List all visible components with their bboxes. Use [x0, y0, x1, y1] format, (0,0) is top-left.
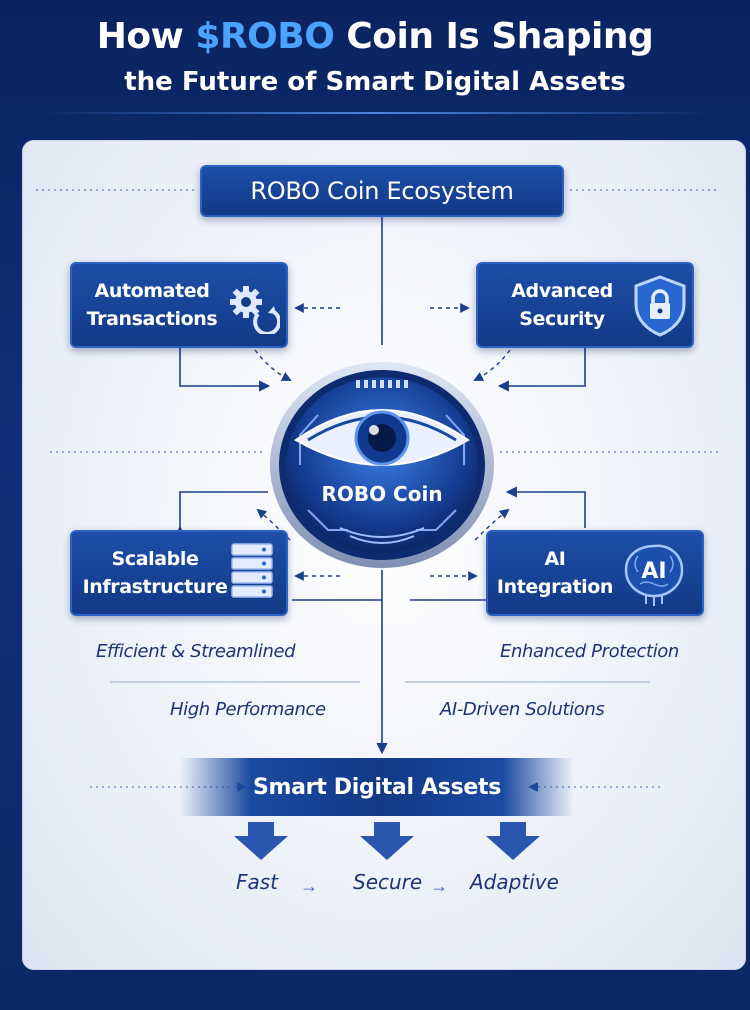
caption-performance: High Performance [170, 699, 326, 720]
output-label: Smart Digital Assets [252, 774, 502, 800]
shield-lock-icon [634, 275, 686, 337]
feature-label: AI Integration [494, 545, 616, 601]
ecosystem-label: ROBO Coin Ecosystem [250, 177, 514, 205]
ai-brain-icon: AI [624, 544, 684, 606]
page-title: How $ROBO Coin Is Shaping the Future of … [0, 14, 750, 100]
trait-fast: Fast [236, 870, 279, 894]
ecosystem-header-box: ROBO Coin Ecosystem [200, 165, 564, 217]
feature-line-2: Transactions [86, 308, 218, 330]
feature-label: Automated Transactions [82, 277, 222, 333]
coin-label: ROBO Coin [321, 482, 443, 506]
feature-advanced-security: Advanced Security [476, 262, 694, 348]
feature-automated-transactions: Automated Transactions [70, 262, 288, 348]
feature-ai-integration: AI Integration AI [486, 530, 704, 616]
feature-line-2: Integration [496, 576, 614, 598]
feature-line-1: Advanced [511, 280, 613, 302]
down-arrow-adaptive-icon [486, 822, 540, 860]
title-text-start: How [96, 16, 196, 57]
title-accent: $ROBO [195, 16, 335, 57]
feature-line-1: Scalable [111, 548, 199, 570]
title-line-1: How $ROBO Coin Is Shaping [0, 14, 750, 60]
feature-label: Advanced Security [488, 277, 636, 333]
caption-protection: Enhanced Protection [500, 641, 679, 662]
title-divider [40, 112, 710, 114]
dashed-connectors [254, 303, 511, 581]
feature-line-1: Automated [94, 280, 210, 302]
page-subtitle: the Future of Smart Digital Assets [124, 67, 626, 97]
feature-line-2: Infrastructure [82, 576, 228, 598]
arrow-right-icon: → [300, 876, 318, 896]
feature-line-1: AI [544, 548, 566, 570]
robo-coin-emblem: ROBO Coin [268, 360, 496, 570]
down-arrows [234, 822, 540, 860]
gears-icon [230, 286, 280, 334]
smart-digital-assets-band: Smart Digital Assets [180, 758, 574, 816]
down-arrow-secure-icon [360, 822, 414, 860]
down-arrow-fast-icon [234, 822, 288, 860]
arrow-right-icon: → [430, 876, 448, 896]
server-stack-icon [231, 543, 273, 598]
trait-adaptive: Adaptive [470, 870, 559, 894]
title-text-end: Coin Is Shaping [334, 16, 654, 57]
feature-label: Scalable Infrastructure [80, 545, 230, 601]
trait-secure: Secure [353, 870, 423, 894]
solid-connectors [174, 217, 586, 755]
caption-efficient: Efficient & Streamlined [96, 641, 296, 662]
feature-line-2: Security [519, 308, 605, 330]
svg-text:AI: AI [641, 559, 666, 584]
coin-graphic [270, 362, 494, 568]
caption-ai-driven: AI-Driven Solutions [440, 699, 605, 720]
feature-scalable-infrastructure: Scalable Infrastructure [70, 530, 288, 616]
